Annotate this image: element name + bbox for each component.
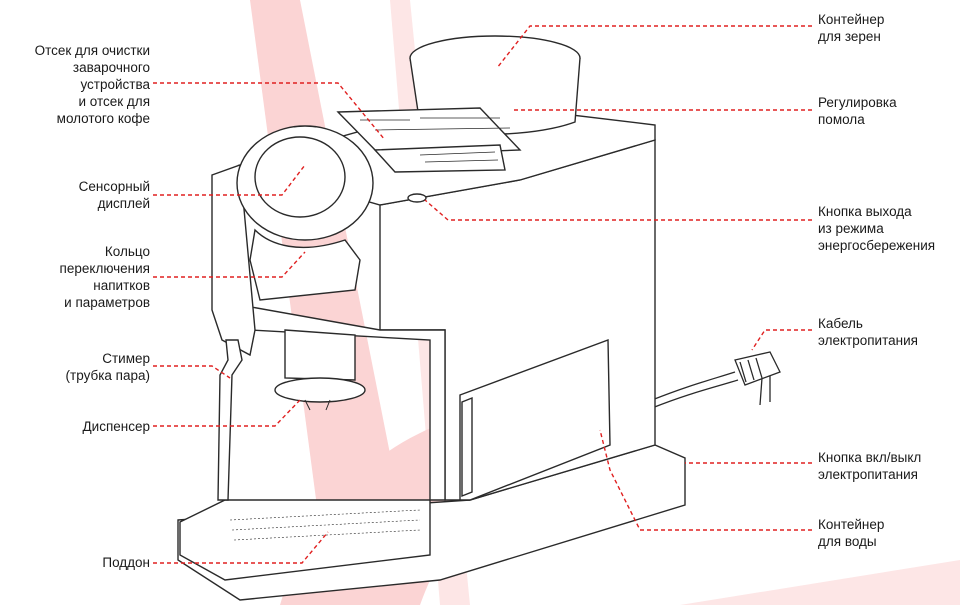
dispenser-column — [284, 329, 356, 381]
label-steamer: Стимер (трубка пара) — [65, 351, 150, 383]
eco-button — [407, 193, 427, 203]
label-power-cable: Кабель электропитания — [818, 316, 918, 348]
label-drip-tray: Поддон — [102, 555, 150, 570]
label-touch-display: Сенсорный дисплей — [78, 179, 150, 211]
steamer-pipe — [217, 339, 243, 501]
leader-cleaning-compartment — [153, 82, 386, 141]
water-container — [459, 339, 611, 501]
power-cable — [651, 351, 781, 409]
machine-body — [177, 35, 686, 601]
front-body — [238, 304, 446, 501]
water-window — [461, 396, 473, 498]
label-dispenser: Диспенсер — [82, 419, 150, 434]
leader-bean-container — [496, 25, 812, 69]
label-selector-ring: Кольцо переключения напитков и параметро… — [59, 244, 150, 310]
label-cleaning-compartment: Отсек для очистки заварочного устройства… — [34, 43, 150, 126]
leader-selector-ring — [153, 251, 306, 278]
label-eco-exit-button: Кнопка выхода из режима энергосбережения — [818, 204, 936, 253]
leader-eco-exit-button — [424, 199, 812, 221]
leader-dispenser — [153, 399, 301, 427]
label-water-container: Контейнер для воды — [818, 517, 885, 549]
compartment-tray — [373, 144, 506, 173]
leader-water-container — [599, 429, 812, 531]
label-bean-container: Контейнер для зерен — [818, 12, 885, 44]
leader-lines — [153, 25, 812, 564]
display-neck — [249, 228, 361, 301]
leader-power-cable — [751, 329, 812, 351]
leader-drip-tray — [153, 531, 329, 564]
leader-touch-display — [153, 164, 306, 196]
dispenser-spout — [274, 377, 366, 403]
leader-steamer — [153, 365, 231, 379]
label-grind-adjust: Регулировка помола — [818, 95, 897, 127]
label-power-button: Кнопка вкл/выкл электропитания — [818, 450, 922, 482]
display-head-screen — [254, 136, 346, 218]
